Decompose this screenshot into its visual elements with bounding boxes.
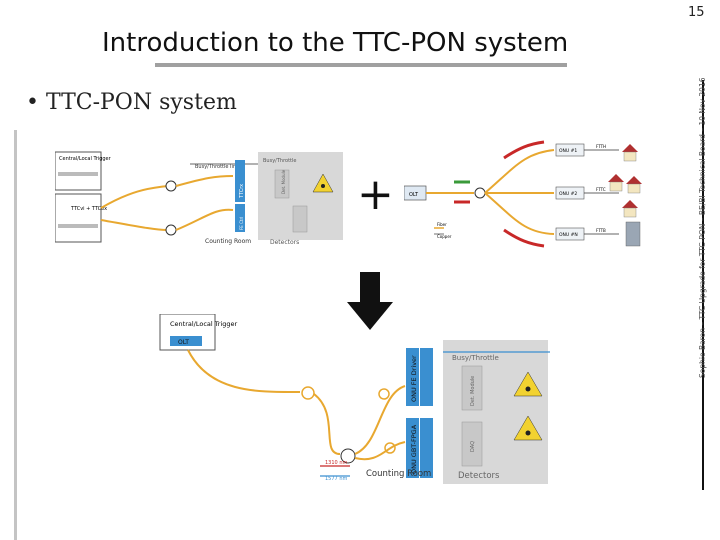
wavelength-label: 1577 nm [325,476,347,482]
fiber-line [175,175,234,187]
ttc-legacy-diagram: Central/Local Trigger TTCvi + TTCex Busy… [55,151,343,246]
legend-copper-label: Copper [437,234,452,239]
upstream-arrow [503,228,545,248]
ttc-pon-diagram: Central/Local Trigger OLT ONU FE Driver … [159,314,550,484]
fiber-line [484,149,555,194]
det-module-box [461,365,483,411]
house-icon [622,200,638,218]
ttc-crate [55,193,102,243]
radiation-icon [513,415,543,441]
page-number: 15 [688,5,705,20]
splitter-icon [474,187,486,199]
plus-operator: + [357,169,394,220]
busy-link-label: Busy/Throttle link [195,164,239,170]
trigger-label: Central/Local Trigger [59,156,112,162]
bullet-text: TTC-PON system [45,90,237,115]
ttcrx-label: TTCrx [239,184,245,199]
detectors-label: Detectors [458,471,500,481]
det-module-label: Det. Module [281,169,286,194]
slide-title: Introduction to the TTC-PON system [102,28,569,58]
fiber-coil-icon [384,442,396,454]
olt-label: OLT [178,339,189,346]
ttc-label: TTCvi + TTCex [70,206,107,212]
onu-label: ONU #1 [559,148,577,154]
wavelength-label: 1310 nm [325,460,347,466]
fiber-line [354,441,406,461]
trigger-box [55,151,102,191]
ttc-type-label: FTTC [596,187,606,192]
fiber-line [484,192,555,235]
onu-fe-driver-label: ONU FE Driver [410,355,418,402]
upstream-arrow [503,140,545,160]
splitter-icon [165,180,177,192]
radiation-icon-center [525,430,531,436]
ttc-type-label: FTTH [596,144,606,149]
radiation-icon-center [321,184,325,188]
fe-controller-box [235,204,245,232]
trigger-label: Central/Local Trigger [170,320,238,328]
fiber-line [354,385,406,455]
fiber-line [187,349,301,394]
onu-label: ONU #N [559,232,578,238]
fiber-line [313,393,341,455]
fe-ctrl-label: FE Ctrl [239,217,244,230]
onu-label: ONU #2 [559,191,577,197]
radiation-icon-center [525,386,531,392]
fiber-coil-icon [301,386,315,400]
daq-label: DAQ [470,441,476,452]
house-icon [608,174,642,194]
onu-gbt-fpga-label: ONU GBT-FPGA [410,424,418,474]
splitter-icon [340,448,356,464]
radiation-icon [312,173,334,193]
det-module-box [292,205,308,233]
fiber-coil-icon [378,388,390,400]
daq-box [461,421,483,467]
counting-room-label: Counting Room [205,238,251,245]
left-border-line [14,130,17,540]
onu-fe-driver-box [406,348,419,406]
counting-room-label: Counting Room [366,469,431,479]
radiation-icon [513,371,543,397]
busy-throttle-label: Busy/Throttle [452,354,499,362]
fiber-line [100,219,168,231]
title-underline [155,63,567,67]
fiber-line [100,185,168,209]
olt-label: OLT [409,192,419,198]
building-icon [625,221,641,247]
ttc-slot [58,224,98,228]
det-module-label: Det. Module [470,376,476,406]
olt-box [170,336,202,346]
onu-gbt-fpga-box [420,418,433,478]
onu-fe-driver-box [420,348,433,406]
ttcrx-box [235,160,245,202]
splitter-icon [165,224,177,236]
det-module-box [274,169,290,199]
detectors-panel [443,340,548,484]
house-icon [622,144,638,162]
down-arrow-icon [347,272,393,330]
side-note: Sophie Baron – TTC Upgrade for TTC-PON –… [698,77,707,378]
bullet-point: • TTC-PON system [26,90,237,115]
trigger-slot [58,172,98,176]
onu-gbt-fpga-box [406,418,419,478]
right-border-line [702,80,704,490]
pon-architecture-diagram: OLT ONU #1 ONU #2 ONU #N FTTH FTTC FTTB … [404,140,642,248]
legend-fiber-label: Fiber [437,222,447,227]
detectors-label: Detectors [270,239,299,246]
busy-throttle-label: Busy/Throttle [263,158,296,164]
ttc-type-label: FTTB [596,228,606,233]
fiber-line [175,208,234,231]
